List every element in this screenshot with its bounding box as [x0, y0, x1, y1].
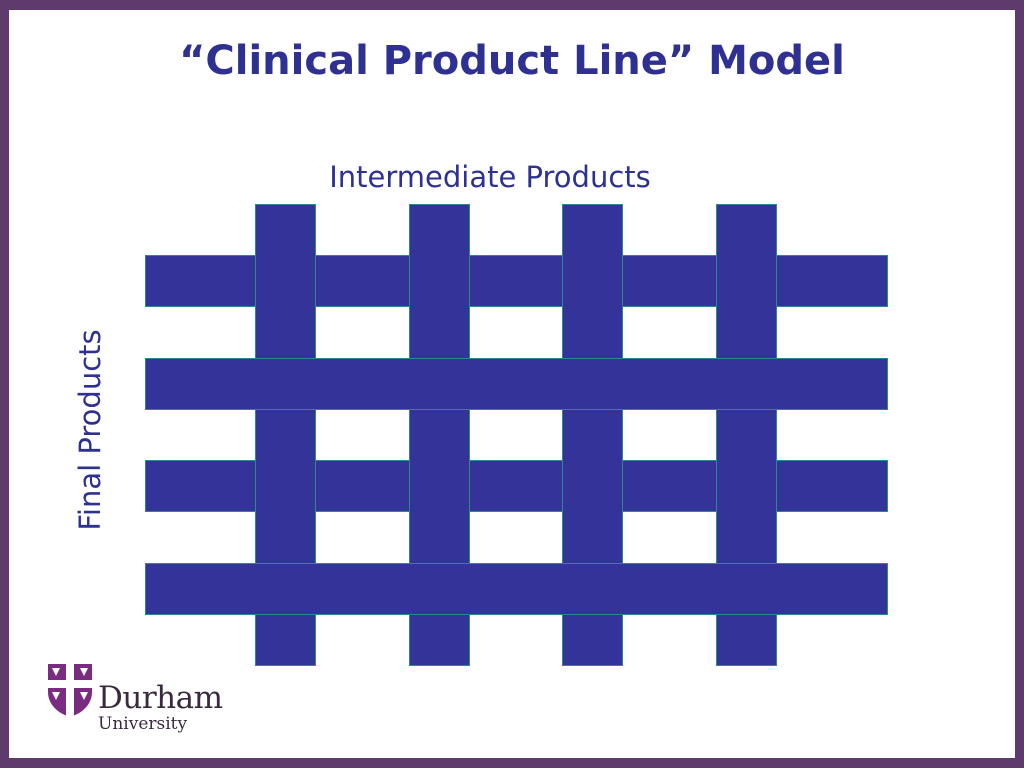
intermediate-products-label: Intermediate Products	[329, 160, 651, 194]
horizontal-bar	[145, 563, 888, 615]
slide-background-left	[9, 10, 77, 758]
horizontal-bar-segment	[469, 255, 563, 307]
horizontal-bar-segment	[622, 460, 717, 512]
horizontal-bar-segment	[776, 255, 888, 307]
slide-background-right	[947, 10, 1015, 758]
horizontal-bar-segment	[145, 255, 256, 307]
horizontal-bar-segment	[145, 460, 256, 512]
horizontal-bar	[145, 358, 888, 410]
horizontal-bar-segment	[776, 460, 888, 512]
logo-subtitle: University	[98, 714, 188, 734]
horizontal-bar-segment	[315, 460, 410, 512]
durham-university-logo: Durham University	[46, 662, 236, 742]
slide-title: “Clinical Product Line” Model	[179, 38, 845, 84]
logo-wordmark: Durham	[98, 680, 223, 716]
horizontal-bar-segment	[315, 255, 410, 307]
final-products-label: Final Products	[73, 329, 107, 531]
horizontal-bar-segment	[469, 460, 563, 512]
university-crest-icon	[48, 664, 92, 718]
horizontal-bar-segment	[622, 255, 717, 307]
